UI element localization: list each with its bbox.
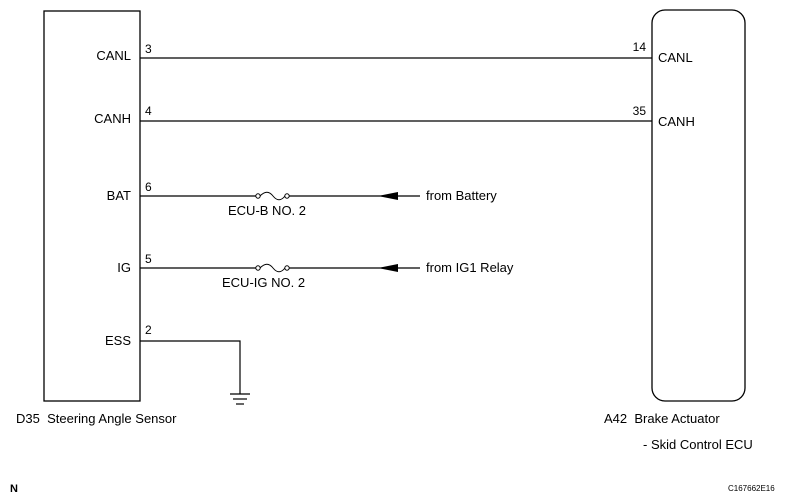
brake-actuator-box <box>651 9 746 402</box>
pin-label-canl-right: CANL <box>658 50 693 65</box>
right-component-code: A42 <box>604 411 628 426</box>
bat-wire <box>140 191 420 201</box>
pin-label-canl: CANL <box>96 48 131 63</box>
right-component-caption: A42 Brake Actuator <box>604 411 720 426</box>
right-component-name: Brake Actuator <box>634 411 720 426</box>
pin-label-ig: IG <box>117 260 131 275</box>
source-label-battery: from Battery <box>426 188 497 203</box>
pin-number-6: 6 <box>145 180 152 194</box>
figure-id: C167662E16 <box>728 484 775 493</box>
fuse-label-ecu-ig: ECU-IG NO. 2 <box>222 275 306 290</box>
pin-label-ess: ESS <box>104 333 131 348</box>
right-component-name-line2: - Skid Control ECU <box>643 437 753 452</box>
pin-number-5: 5 <box>145 252 152 266</box>
pin-number-2: 2 <box>145 323 152 337</box>
pin-number-3: 3 <box>145 42 152 56</box>
source-label-ig1-relay: from IG1 Relay <box>426 260 514 275</box>
pin-number-14: 14 <box>632 40 646 54</box>
arrow-icon <box>378 264 398 272</box>
arrow-icon <box>378 192 398 200</box>
ig-wire <box>140 263 420 273</box>
pin-label-bat: BAT <box>106 188 131 203</box>
pin-label-canh: CANH <box>94 111 131 126</box>
left-component-caption: D35 Steering Angle Sensor <box>16 411 176 426</box>
pin-number-35: 35 <box>632 104 646 118</box>
steering-angle-sensor-box <box>43 10 141 402</box>
footer-mark: N <box>10 483 18 495</box>
left-component-name: Steering Angle Sensor <box>47 411 177 426</box>
ess-ground-wire <box>140 340 250 405</box>
left-component-code: D35 <box>16 411 40 426</box>
pin-label-canh-right: CANH <box>658 114 695 129</box>
fuse-label-ecu-b: ECU-B NO. 2 <box>228 203 307 218</box>
pin-number-4: 4 <box>145 104 152 118</box>
